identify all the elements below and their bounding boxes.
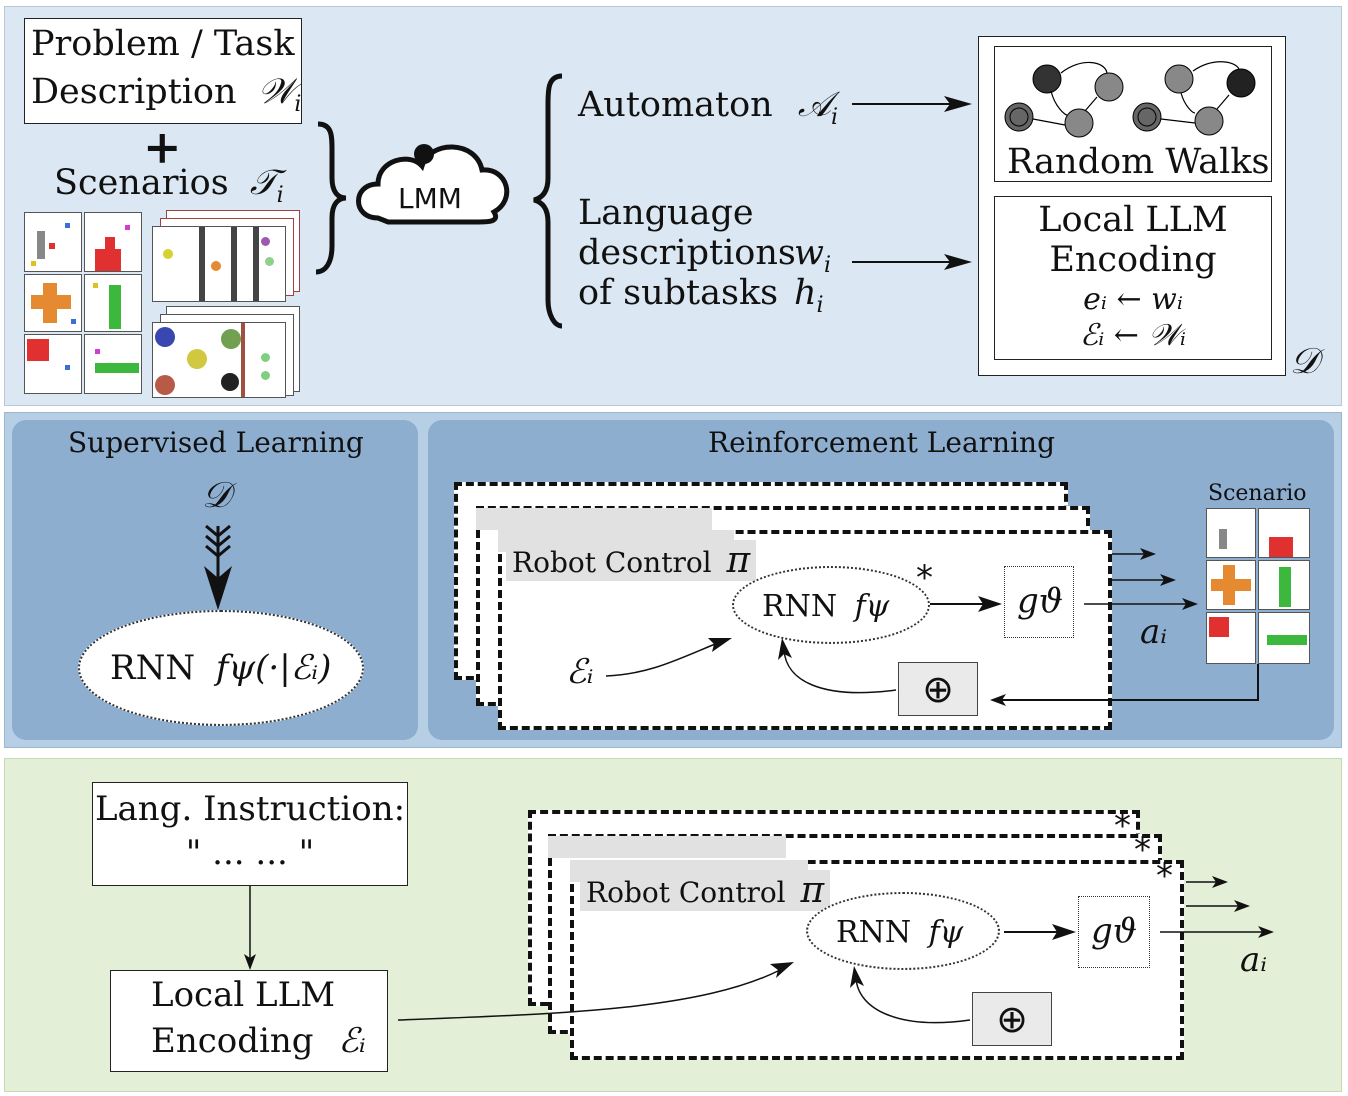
lmm-label: LMM (398, 182, 462, 215)
bottom-oplus-icon: ⊕ (996, 997, 1028, 1041)
rl-g-theta: gϑ (1017, 581, 1064, 621)
bottom-robot-control-tag: Robot Control π (580, 870, 831, 911)
problem-symbol: 𝒲 (257, 72, 295, 112)
problem-line2: Description (31, 72, 237, 112)
rl-star: * (916, 558, 933, 598)
rl-oplus-box: ⊕ (898, 662, 978, 716)
gridworld-thumb-6 (84, 334, 142, 394)
bottom-rnn-ellipse: RNN fψ (806, 892, 1000, 970)
scenarios-sub: i (276, 183, 284, 208)
rl-f-psi: fψ (854, 589, 890, 624)
bottom-rnn-label: RNN (836, 915, 912, 950)
rl-rnn-wrap: RNN fψ (762, 590, 889, 623)
physics-scenario-1 (152, 226, 286, 302)
supervised-rnn-label: RNN (110, 648, 196, 688)
enc-line1: eᵢ ← wᵢ (1083, 282, 1183, 317)
lang-h-sub: i (816, 293, 824, 318)
bottom-e-i: ℰᵢ (338, 1021, 366, 1061)
automaton-label-wrap: Automaton 𝒜i (578, 86, 838, 130)
supervised-rnn-func: fψ(·|ℰᵢ) (215, 648, 332, 688)
bottom-star-1: * (1114, 806, 1131, 846)
automaton-label: Automaton (578, 85, 773, 125)
bottom-local-llm-line2: Encoding (151, 1021, 314, 1061)
bottom-rnn-wrap: RNN fψ (836, 916, 963, 949)
supervised-rnn-wrap: RNN fψ(·|ℰᵢ) (110, 648, 332, 688)
bottom-robot-control-pi: π (800, 870, 825, 911)
random-walks-label: Random Walks (1007, 142, 1270, 182)
scenarios-label-wrap: Scenarios 𝒯i (54, 164, 284, 208)
problem-line2-wrap: Description 𝒲i (31, 73, 301, 117)
rl-title: Reinforcement Learning (708, 426, 1055, 459)
bottom-a-i: aᵢ (1240, 940, 1268, 980)
bottom-f-psi: fψ (928, 915, 964, 950)
gridworld-thumb-3 (24, 274, 82, 332)
problem-line1: Problem / Task (31, 24, 295, 64)
scenarios-label: Scenarios (54, 163, 229, 203)
automaton-graph-icon (1004, 61, 1256, 138)
bottom-g-theta: gϑ (1091, 911, 1138, 951)
supervised-dataset-symbol: 𝒟 (202, 475, 231, 516)
automaton-symbol: 𝒜 (797, 85, 831, 125)
lang-line1: Language (578, 193, 754, 233)
bottom-local-llm-line1: Local LLM (151, 975, 336, 1015)
bottom-oplus-box: ⊕ (972, 992, 1052, 1046)
gridworld-thumb-5 (24, 334, 82, 394)
lang-h-wrap: hi (794, 274, 824, 318)
lang-w-wrap: wi (794, 234, 831, 278)
rl-oplus-icon: ⊕ (922, 667, 954, 711)
bottom-local-llm-box: Local LLM Encoding ℰᵢ (110, 970, 388, 1072)
gridworld-thumb-2 (84, 212, 142, 272)
local-llm-line1: Local LLM (1038, 200, 1228, 240)
bottom-robot-control-label: Robot Control (586, 876, 786, 909)
lang-instruction-line2: " ... ... " (185, 833, 315, 873)
lang-instruction-box: Lang. Instruction: " ... ... " (92, 782, 408, 886)
lang-w-sub: i (823, 253, 832, 278)
problem-description-box: Problem / Task Description 𝒲i (24, 18, 302, 124)
bottom-star-2: * (1134, 830, 1151, 870)
gridworld-thumb-4 (84, 274, 142, 332)
rl-scenario-label: Scenario (1208, 481, 1307, 506)
rl-g-theta-box: gϑ (1004, 566, 1074, 638)
lang-w: w (794, 233, 824, 273)
rl-rnn-ellipse: RNN fψ (732, 566, 930, 644)
plus-sign: + (143, 120, 182, 174)
supervised-rnn-ellipse: RNN fψ(·|ℰᵢ) (78, 610, 364, 726)
random-walks-box: Random Walks (994, 46, 1272, 182)
rl-rnn-label: RNN (762, 589, 838, 624)
enc-line2: ℰᵢ ← 𝒲ᵢ (1080, 318, 1186, 353)
local-llm-encoding-box: Local LLM Encoding eᵢ ← wᵢ ℰᵢ ← 𝒲ᵢ (994, 196, 1272, 360)
automaton-sub: i (830, 105, 838, 130)
problem-sub: i (294, 92, 302, 117)
physics-scenario-2 (152, 322, 286, 398)
robot-control-pi-mid: π (726, 540, 751, 581)
gridworld-thumb-1 (24, 212, 82, 272)
bottom-g-theta-box: gϑ (1078, 896, 1150, 968)
supervised-title: Supervised Learning (68, 426, 364, 459)
lang-line3: of subtasks (578, 273, 779, 313)
bottom-star-3: * (1156, 856, 1173, 896)
rl-e-i: ℰᵢ (566, 652, 594, 692)
lang-instruction-line1: Lang. Instruction: (94, 789, 406, 829)
robot-control-tag-mid: Robot Control π (506, 540, 757, 581)
bottom-local-llm-line2-wrap: Encoding ℰᵢ (151, 1021, 366, 1061)
dataset-symbol: 𝒟 (1290, 341, 1319, 382)
robot-control-label-mid: Robot Control (512, 546, 712, 579)
local-llm-line2: Encoding (1049, 240, 1217, 280)
scenarios-symbol: 𝒯 (249, 163, 277, 203)
rl-a-i: aᵢ (1140, 612, 1168, 652)
lang-h: h (794, 273, 817, 313)
lang-line2: descriptions (578, 233, 796, 273)
